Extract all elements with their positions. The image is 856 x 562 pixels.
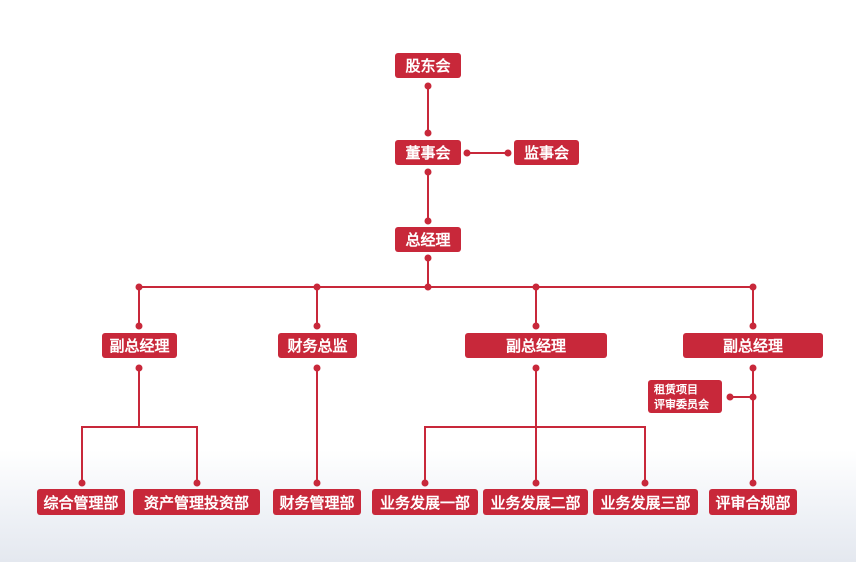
node-vice-gm-2: 副总经理: [465, 333, 607, 358]
committee-line-1: 租赁项目: [654, 382, 698, 396]
node-dept-biz2: 业务发展二部: [483, 489, 588, 515]
node-supervisors: 监事会: [514, 140, 579, 165]
node-general-manager: 总经理: [395, 227, 461, 252]
node-dept-finance: 财务管理部: [273, 489, 361, 515]
node-review-committee: 租赁项目 评审委员会: [648, 380, 722, 413]
node-vice-gm-1: 副总经理: [102, 333, 177, 358]
node-dept-general: 综合管理部: [37, 489, 125, 515]
node-dept-biz1: 业务发展一部: [372, 489, 478, 515]
node-vice-gm-3: 副总经理: [683, 333, 823, 358]
node-cfo: 财务总监: [278, 333, 357, 358]
node-shareholders: 股东会: [395, 53, 461, 78]
node-board: 董事会: [395, 140, 461, 165]
committee-line-2: 评审委员会: [654, 397, 709, 411]
node-dept-biz3: 业务发展三部: [593, 489, 698, 515]
node-dept-review: 评审合规部: [709, 489, 797, 515]
node-dept-asset: 资产管理投资部: [133, 489, 260, 515]
